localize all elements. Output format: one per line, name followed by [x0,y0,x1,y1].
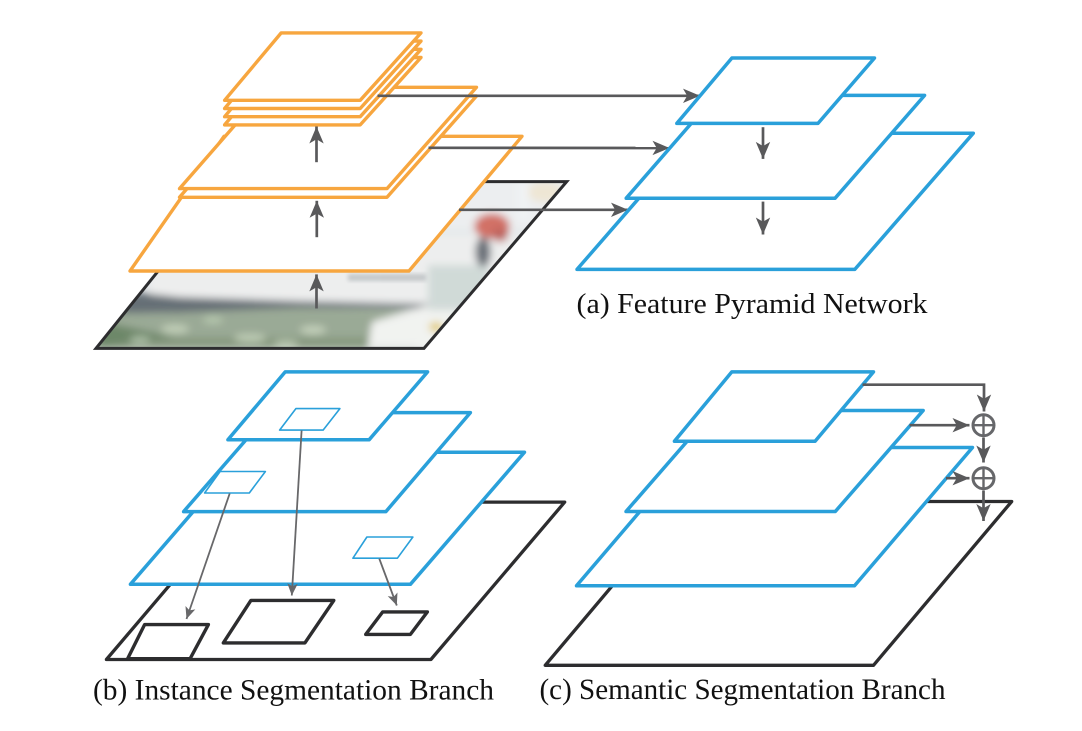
svg-text:(c) Semantic Segmentation Bran: (c) Semantic Segmentation Branch [540,673,946,706]
svg-text:(b) Instance Segmentation Bran: (b) Instance Segmentation Branch [93,674,494,707]
svg-text:(a) Feature Pyramid Network: (a) Feature Pyramid Network [577,289,928,320]
